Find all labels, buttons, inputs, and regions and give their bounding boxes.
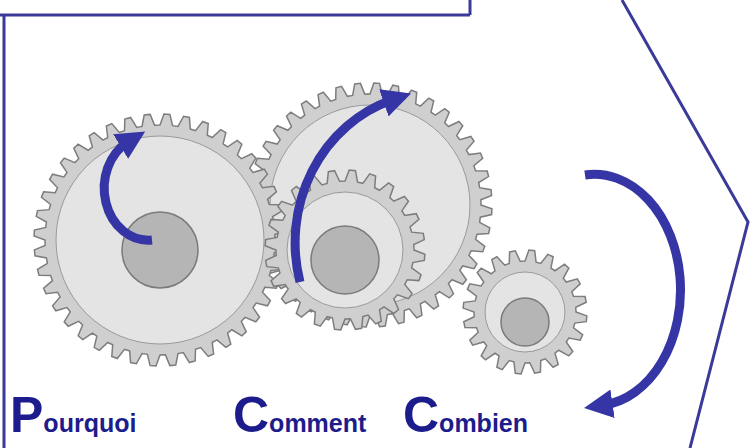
rotation-arrow [585,174,681,405]
label: Combien [403,390,528,440]
frame-line [469,0,472,15]
rotation-arrow [104,142,152,240]
chevron [622,0,748,448]
gear-hub [122,212,198,288]
gear [34,114,286,366]
gear [463,250,587,374]
frame-line [0,14,470,17]
gear [265,170,425,330]
gear-teeth [34,114,286,366]
gear-teeth [463,250,587,374]
label: Pourquoi [10,390,136,440]
gear-face [56,136,264,344]
gear-face [287,192,403,308]
gear-hub [311,226,379,294]
gear-teeth [265,170,425,330]
frame-line [3,15,6,448]
gear-hub [501,298,549,346]
gear-face [485,272,565,352]
rotation-arrow [295,100,392,282]
label: Comment [233,390,366,440]
